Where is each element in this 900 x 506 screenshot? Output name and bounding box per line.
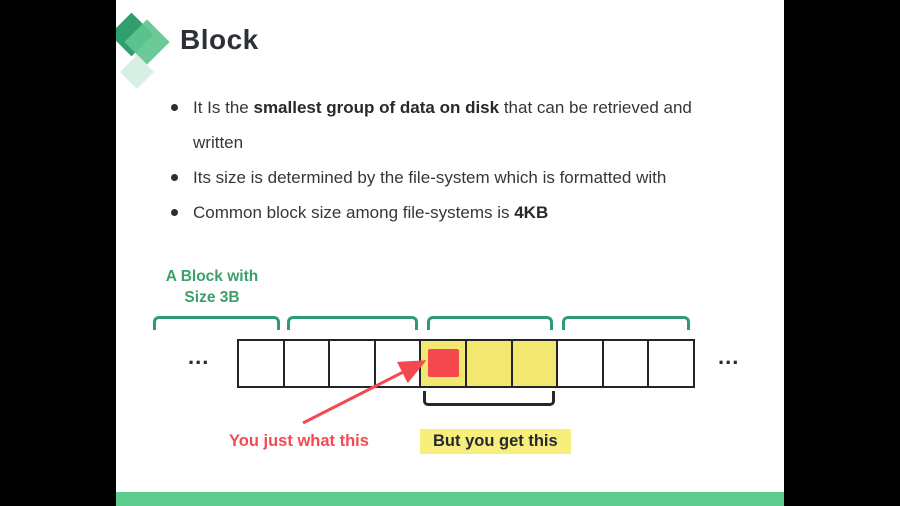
block-cell bbox=[237, 339, 285, 388]
block-cell bbox=[601, 339, 650, 388]
caption-you-get: But you get this bbox=[420, 429, 571, 454]
block-cell bbox=[647, 339, 695, 388]
block-size-label-line1: A Block with bbox=[165, 268, 259, 285]
block-bracket-2 bbox=[287, 316, 418, 330]
bullet-text: Common block size among file-systems is … bbox=[193, 203, 549, 222]
block-cell-returned bbox=[510, 339, 559, 388]
slide-footer-bar bbox=[116, 492, 784, 506]
bullet-item: It Is the smallest group of data on disk… bbox=[171, 90, 771, 160]
block-cell-returned bbox=[464, 339, 513, 388]
block-cell bbox=[328, 339, 376, 388]
block-cell bbox=[373, 339, 422, 388]
requested-data-square bbox=[428, 349, 460, 377]
slide-title: Block bbox=[180, 24, 259, 55]
bullet-text: Its size is determined by the file-syste… bbox=[193, 168, 667, 187]
bullet-dot-icon bbox=[171, 209, 178, 216]
caption-you-want: You just what this bbox=[229, 432, 369, 450]
block-size-label-line2: Size 3B bbox=[184, 289, 240, 306]
bullet-dot-icon bbox=[171, 104, 178, 111]
block-bracket-1 bbox=[153, 316, 280, 330]
cell-row bbox=[237, 339, 695, 388]
block-bracket-4 bbox=[562, 316, 690, 330]
bullet-item: Its size is determined by the file-syste… bbox=[171, 160, 771, 195]
right-ellipsis: ... bbox=[718, 344, 740, 369]
bullet-text: It Is the smallest group of data on disk… bbox=[193, 98, 692, 152]
block-cell bbox=[282, 339, 331, 388]
left-ellipsis: ... bbox=[188, 344, 210, 369]
block-bracket-3 bbox=[427, 316, 553, 330]
block-size-label: A Block with Size 3B bbox=[150, 266, 274, 308]
bullet-dot-icon bbox=[171, 174, 178, 181]
block-cell-returned bbox=[419, 339, 467, 388]
returned-block-bracket bbox=[423, 391, 555, 406]
block-cell bbox=[556, 339, 604, 388]
bullet-list: It Is the smallest group of data on disk… bbox=[171, 90, 771, 230]
bullet-item: Common block size among file-systems is … bbox=[171, 195, 771, 230]
slide-canvas: Block It Is the smallest group of data o… bbox=[116, 0, 784, 506]
